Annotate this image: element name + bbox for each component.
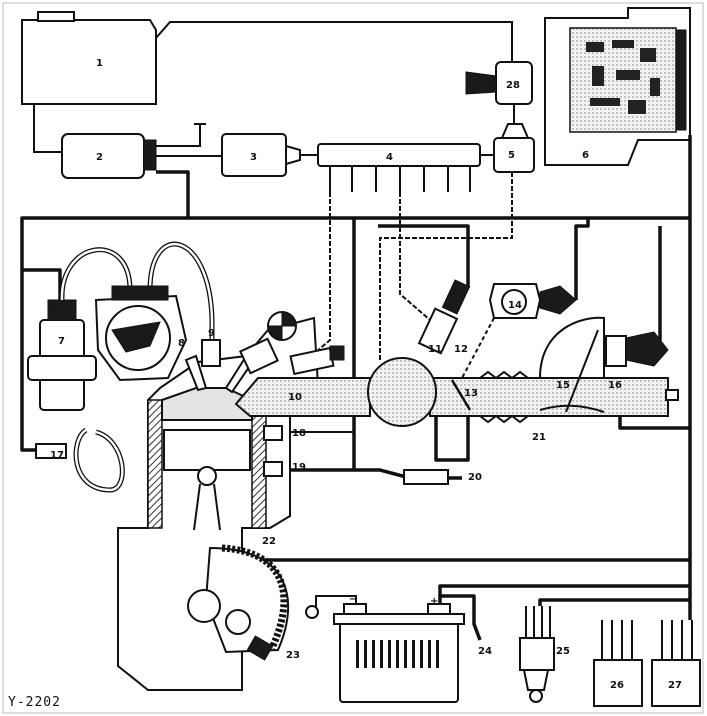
relay-25 [519,606,555,703]
label-23: 23 [286,650,300,661]
label-3: 3 [250,152,257,163]
harness-lower-coil [22,268,62,300]
label-27: 27 [668,680,682,691]
cold-start-valve [289,345,345,376]
label-24: 24 [478,646,492,657]
coolant-sensor-18 [263,425,283,441]
plenum-chamber [367,357,437,427]
label-14: 14 [508,300,522,311]
label-8: 8 [178,338,185,349]
pressure-regulator [480,123,535,173]
label-21: 21 [532,432,546,443]
throttle-plate [450,379,472,411]
relay-harness [538,560,692,620]
throttle-link [461,317,495,379]
battery-ground-lead [315,595,357,612]
harness-to-airflow [574,218,590,300]
air-bellows [479,370,529,424]
aux-air-valve [239,337,279,375]
pulsation-damper [465,61,533,124]
battery-to-harness [438,584,690,596]
label-10: 10 [288,392,302,403]
relay-27 [651,620,701,707]
flywheel [187,544,290,661]
fuel-filter [221,133,301,177]
thermo-switch-19 [263,461,283,477]
label-9: 9 [208,328,215,339]
label-22: 22 [262,536,276,547]
harness-to-21 [618,412,690,430]
label-25: 25 [556,646,570,657]
label-15: 15 [556,380,570,391]
fuel-pump [61,133,157,179]
part-labels: 1 2 3 4 5 6 7 8 9 10 11 12 13 14 15 16 1… [50,58,682,691]
fuel-tank [21,11,157,105]
label-18: 18 [292,428,306,439]
harness-to-injector [378,224,470,288]
label-5: 5 [508,150,515,161]
ground-terminal [305,605,319,619]
ignition-coil [27,299,97,411]
air-flow-meter [538,316,605,413]
idle-valve-20 [403,469,449,485]
label-7: 7 [58,336,65,347]
fuel-line-regulator [379,172,513,360]
label-26: 26 [610,680,624,691]
injector [417,279,471,355]
relay-26 [593,620,643,707]
fuel-line-injector [399,192,431,321]
ht-lead-2-in [148,243,214,360]
fuel-line-cold-start [315,192,331,353]
label-16: 16 [608,380,622,391]
label-2: 2 [96,152,103,163]
label-28: 28 [506,80,520,91]
fuel-rail [317,143,481,192]
control-unit [544,7,691,166]
label-20: 20 [468,472,482,483]
label-13: 13 [464,388,478,399]
pump-wire [156,124,201,147]
figure-code: Y-2202 [8,695,61,710]
ht-lead-1-in [60,248,132,301]
distributor [94,285,188,382]
label-11: 11 [428,344,442,355]
battery-minus-sign: − [349,594,357,605]
fuel-feed-line [33,104,62,153]
battery [333,603,465,703]
label-1: 1 [96,58,103,69]
label-17: 17 [50,450,64,461]
throttle-switch [488,283,577,319]
label-4: 4 [386,152,393,163]
harness-upper [20,216,690,452]
air-temp-sensor [605,331,669,367]
harness-to-16 [639,226,662,352]
label-19: 19 [292,462,306,473]
fuel-return-line [155,21,513,62]
sensor-17 [35,427,125,493]
battery-plus-sign: + [430,596,438,607]
idle-bypass [434,416,470,462]
label-6: 6 [582,150,589,161]
battery-positive-lead [438,594,482,641]
label-12: 12 [454,344,468,355]
harness-pump-drop [156,170,190,218]
